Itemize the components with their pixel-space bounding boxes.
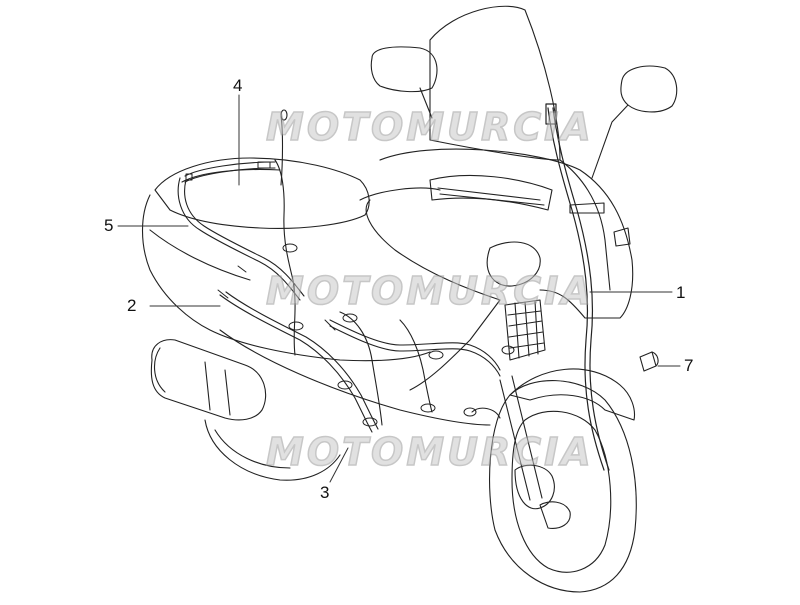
watermark: MOTOMURCIA (257, 266, 591, 316)
cable-clips (185, 161, 515, 427)
callout-1[interactable]: 1 (676, 283, 686, 302)
watermark: MOTOMURCIA (257, 427, 591, 477)
watermark-text: MOTOMURCIA (265, 268, 594, 314)
watermark: MOTOMURCIA (257, 102, 591, 152)
watermark-text: MOTOMURCIA (265, 429, 594, 475)
mirror-right (620, 65, 678, 113)
seat (154, 157, 370, 229)
callout-5[interactable]: 5 (104, 216, 114, 235)
exhaust (150, 339, 267, 421)
body-panel (365, 199, 501, 391)
front-fairing (379, 148, 634, 319)
windshield (429, 5, 561, 161)
vent (429, 174, 553, 211)
rear-wheel (204, 419, 341, 481)
part-7-bulb (639, 351, 657, 372)
rear-body (142, 194, 431, 362)
callout-2[interactable]: 2 (127, 296, 137, 315)
headlight (486, 241, 541, 287)
mirror-left (370, 46, 438, 93)
cable-3 (329, 311, 501, 426)
leader-lines (117, 94, 681, 483)
leader-3 (329, 447, 349, 483)
cable-2 (219, 291, 379, 433)
cable-5 (177, 177, 305, 301)
front-wheel (489, 380, 637, 593)
callout-7[interactable]: 7 (684, 356, 694, 375)
watermark-text: MOTOMURCIA (265, 104, 594, 150)
front-fender (509, 368, 636, 421)
fork (499, 375, 543, 501)
radiator-grille (504, 299, 546, 361)
cable-1 (545, 103, 610, 471)
callout-4[interactable]: 4 (233, 76, 243, 95)
callout-3[interactable]: 3 (320, 483, 330, 502)
